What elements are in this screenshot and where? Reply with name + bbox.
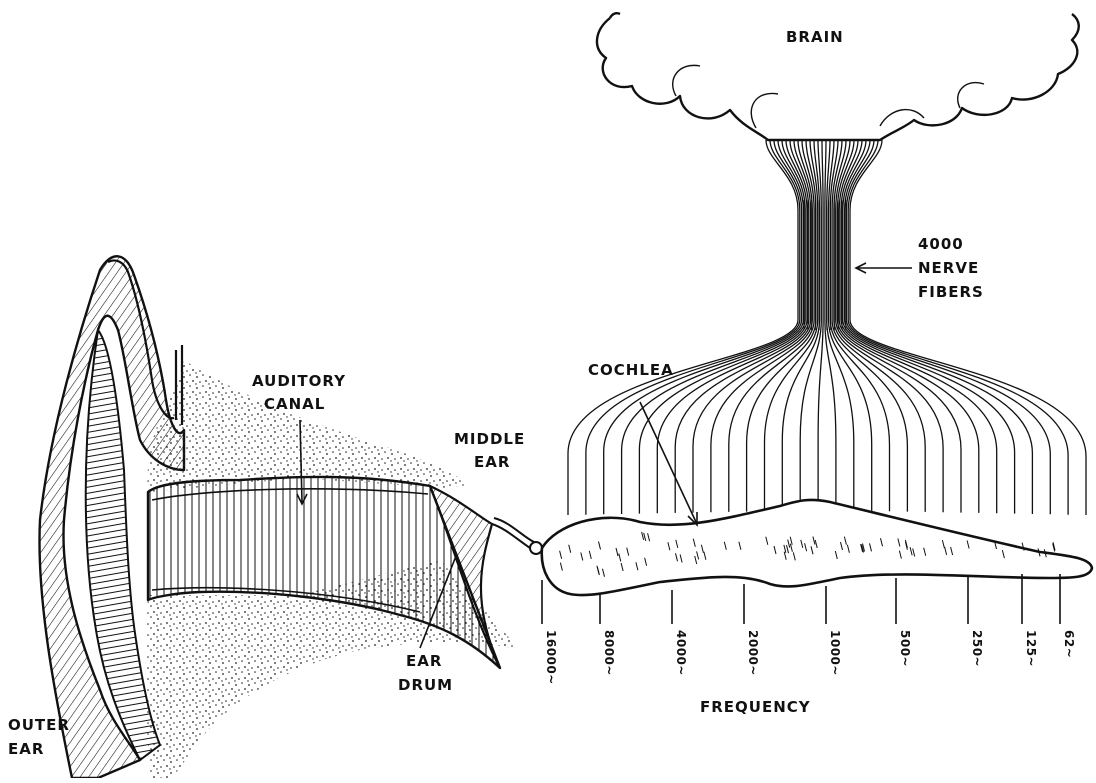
frequency-tick-label: 8000~ <box>602 630 616 676</box>
nerve-fiber <box>839 140 979 513</box>
nerve-fibers-label-1: 4000 <box>918 235 964 253</box>
nerve-fiber <box>568 140 798 515</box>
nerve-fibers-label-3: FIBERS <box>918 283 984 301</box>
auditory-canal-label-1: AUDITORY <box>252 372 346 390</box>
nerve-fiber <box>832 140 907 512</box>
nerve-fiber <box>841 140 997 513</box>
ossicle-chain <box>492 518 534 548</box>
nerve-fiber <box>657 140 807 513</box>
cochlea-label: COCHLEA <box>588 361 674 379</box>
nerve-fiber <box>845 140 1033 514</box>
frequency-tick-label: 4000~ <box>674 630 688 676</box>
frequency-tick-label: 1000~ <box>828 630 842 676</box>
cochlea <box>542 500 1092 595</box>
outer-ear-label-2: EAR <box>8 740 44 758</box>
nerve-fiber <box>830 140 889 511</box>
frequency-tick-label: 2000~ <box>746 630 760 676</box>
oval-window <box>530 542 542 554</box>
auditory-canal-label-2: CANAL <box>264 395 325 413</box>
nerve-fiber <box>848 140 1068 515</box>
ear-drum-label-1: EAR <box>406 652 442 670</box>
nerve-fiber-bundle <box>568 140 1086 515</box>
frequency-tick-label: 16000~ <box>544 630 558 685</box>
nerve-fiber <box>639 140 805 514</box>
nerve-fiber <box>604 140 802 514</box>
cochlea-pointer <box>640 402 696 522</box>
nerve-fiber <box>675 140 809 513</box>
brain-label: BRAIN <box>786 28 844 46</box>
outer-ear-label-1: OUTER <box>8 716 70 734</box>
frequency-tick-label: 500~ <box>898 630 912 667</box>
middle-ear-label-1: MIDDLE <box>454 430 525 448</box>
ear-drum-label-2: DRUM <box>398 676 453 694</box>
frequency-tick-label: 62~ <box>1062 630 1076 658</box>
nerve-fiber <box>843 140 1015 514</box>
nerve-fiber <box>622 140 804 514</box>
frequency-axis-label: FREQUENCY <box>700 698 811 716</box>
frequency-tick-label: 250~ <box>970 630 984 667</box>
nerve-fiber <box>846 140 1050 514</box>
frequency-tick-label: 125~ <box>1024 630 1038 667</box>
nerve-fiber <box>711 140 812 512</box>
nerve-fibers-label-2: NERVE <box>918 259 979 277</box>
middle-ear-label-2: EAR <box>474 453 510 471</box>
